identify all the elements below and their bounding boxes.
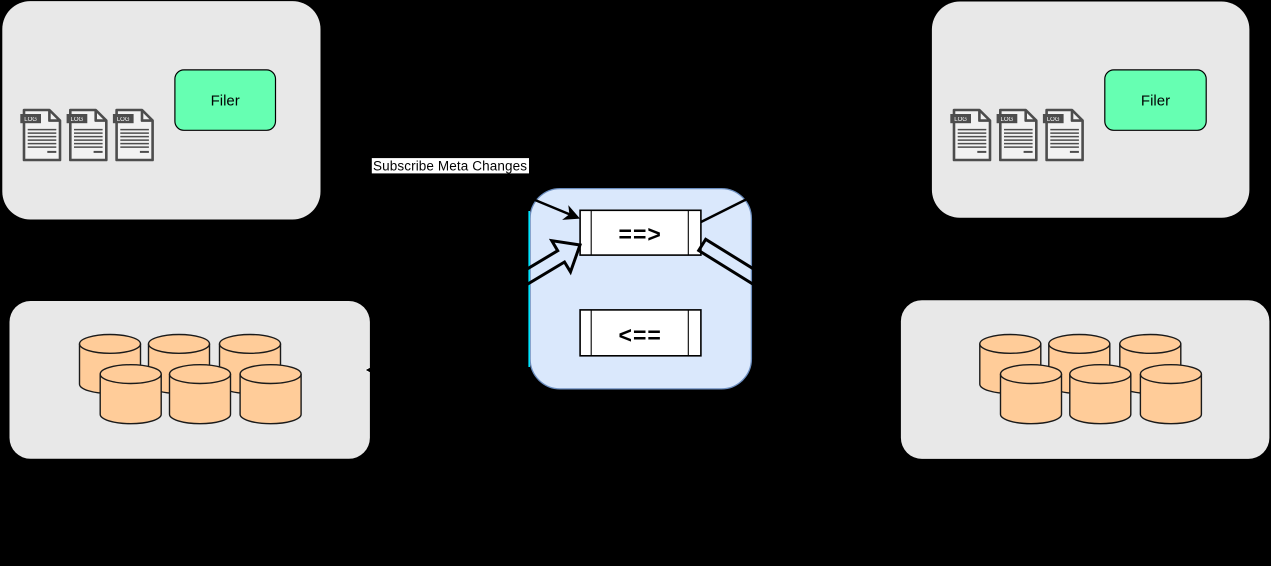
svg-text:<==: <== xyxy=(619,322,662,348)
svg-text:Subscribe Meta Changes: Subscribe Meta Changes xyxy=(373,159,527,174)
svg-text:LOG: LOG xyxy=(24,117,37,123)
svg-text:Filer: Filer xyxy=(1141,93,1170,110)
svg-text:==>: ==> xyxy=(619,221,662,247)
svg-text:Filer: Filer xyxy=(211,93,240,110)
